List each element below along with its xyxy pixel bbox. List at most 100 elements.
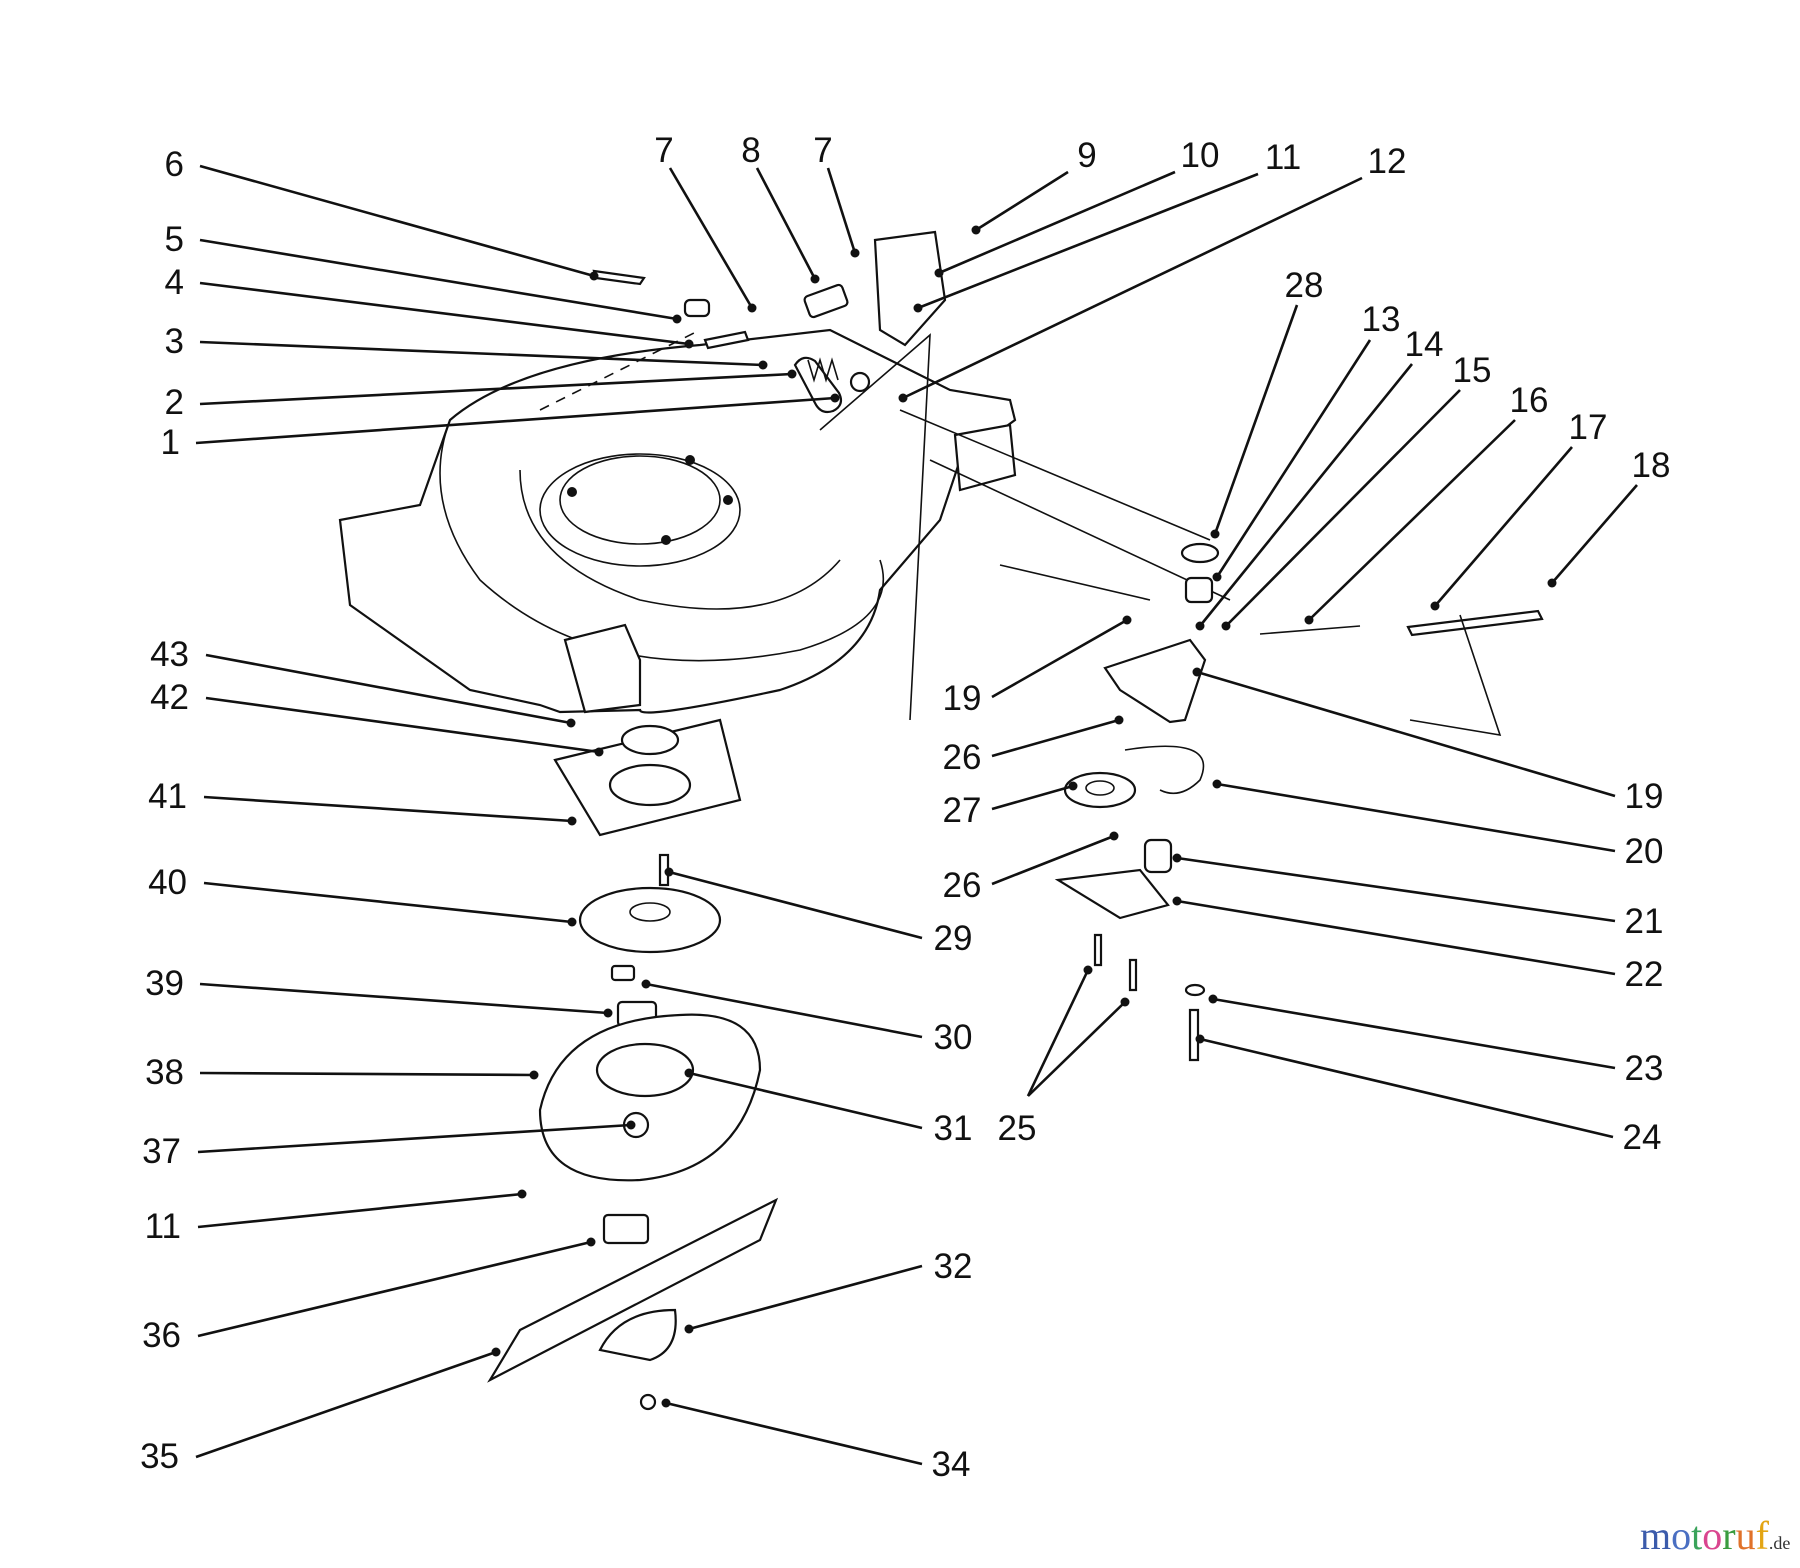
callout-label: 43 [150,635,189,674]
leader-dot [850,248,860,258]
callout-label: 15 [1453,351,1492,390]
leader-dot [1192,667,1202,677]
callout-label: 3 [165,322,184,361]
leader-line [1225,389,1461,627]
callout-label: 7 [654,131,673,170]
callout-16: 16 [1304,381,1548,625]
callout-38: 38 [145,1053,539,1092]
callout-14: 14 [1195,325,1443,631]
leader-line [1551,484,1638,584]
watermark-logo: motoruf.de [1640,1512,1790,1559]
callout-12: 12 [898,142,1407,403]
leader-dot [684,1068,694,1078]
spring-icon [807,357,839,383]
leader-line [197,1123,632,1154]
leader-line [1199,1037,1614,1139]
callout-label: 12 [1368,142,1407,181]
leader-line [199,982,609,1015]
leader-line [991,834,1115,886]
callout-label: 32 [934,1247,973,1286]
leader-dot [684,1324,694,1334]
callout-label: 29 [934,919,973,958]
leader-dot [517,1189,527,1199]
leader-line [1176,899,1616,976]
leader-line [917,172,1259,310]
callout-18: 18 [1547,446,1671,588]
leader-dot [641,979,651,989]
drive-assembly [1054,542,1544,1062]
leader-line [195,1350,497,1459]
watermark-letter: u [1735,1513,1756,1558]
callout-label: 23 [1625,1049,1664,1088]
leader-line [1215,339,1372,578]
callout-25: 25 [998,965,1130,1148]
callout-19: 19 [943,615,1132,718]
callout-label: 1 [161,423,180,462]
callout-23: 23 [1208,994,1664,1088]
callout-27: 27 [943,781,1078,830]
watermark-letter: o [1702,1513,1723,1558]
callout-label: 37 [142,1132,181,1171]
callout-label: 5 [165,220,184,259]
leader-dot [830,393,840,403]
leader-dot [664,867,674,877]
leader-line [1212,997,1616,1070]
callout-28: 28 [1210,266,1323,539]
leader-dot [971,225,981,235]
watermark-letter: f [1755,1513,1769,1558]
leader-dot [1195,621,1205,631]
leader-line [975,170,1069,232]
leader-line [755,167,817,280]
leader-line [1196,670,1616,798]
callout-label: 27 [943,791,982,830]
watermark-letter: o [1671,1513,1692,1558]
callout-6: 6 [165,145,599,281]
callout-label: 19 [943,679,982,718]
leader-line [199,238,678,321]
leader-dot [898,393,908,403]
leader-line [1198,363,1414,627]
callout-40: 40 [148,863,577,927]
callout-label: 26 [943,738,982,777]
leader-dot [1208,994,1218,1004]
callout-label: 18 [1632,446,1671,485]
leader-line [688,1071,923,1130]
leader-dot [1304,615,1314,625]
leader-dot [589,271,599,281]
blade-assembly [487,718,779,1411]
leader-dot [934,268,944,278]
leader-line [991,618,1128,699]
leader-dot [1195,1034,1205,1044]
callout-7: 7 [654,131,757,313]
callout-5: 5 [165,220,682,324]
leader-dot [661,1398,671,1408]
callout-label: 21 [1625,902,1664,941]
leader-line [195,396,836,445]
leader-dot [1210,529,1220,539]
watermark-letter: r [1722,1513,1736,1558]
callout-2: 2 [165,369,797,422]
callout-label: 41 [148,777,187,816]
callout-22: 22 [1172,896,1664,994]
callout-4: 4 [165,263,694,349]
leader-dot [684,339,694,349]
callout-39: 39 [145,964,613,1018]
callout-13: 13 [1212,300,1400,582]
leader-line [645,982,923,1039]
callout-19: 19 [1192,667,1663,816]
callout-1: 1 [161,393,840,462]
watermark-letter: t [1691,1513,1703,1558]
leader-dot [1172,896,1182,906]
callout-label: 39 [145,964,184,1003]
leader-line [1176,856,1616,923]
leader-line [1213,304,1299,535]
callout-label: 22 [1625,955,1664,994]
callout-15: 15 [1221,351,1492,631]
leader-dot [566,718,576,728]
leader-dot [1212,779,1222,789]
callout-7: 7 [813,131,860,258]
leader-dot [586,1237,596,1247]
callout-label: 9 [1077,136,1096,175]
callout-label: 36 [142,1316,181,1355]
